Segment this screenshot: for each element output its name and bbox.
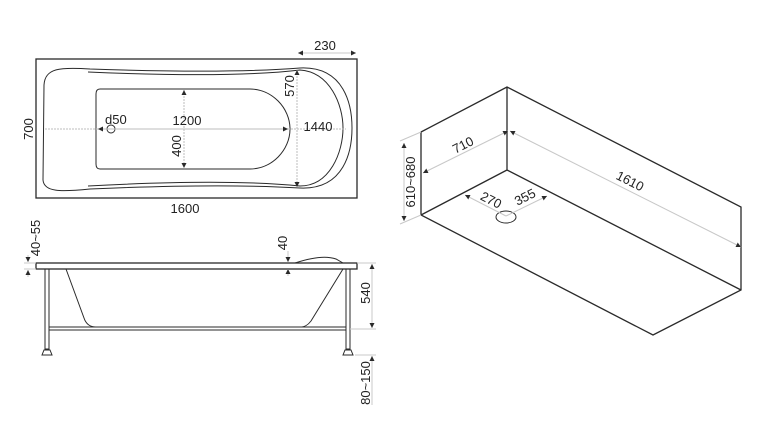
side-view: 40~55 40 540 80~150 <box>24 220 376 405</box>
top-view: 230 700 d50 1200 1440 400 570 1600 <box>21 38 358 216</box>
dim-40-55: 40~55 <box>28 220 43 257</box>
tub-rim-line <box>87 69 344 187</box>
iso-view: 710 1610 610~680 270 355 <box>399 86 742 336</box>
dim-355: 355 <box>512 185 538 208</box>
dim-d50: d50 <box>105 112 127 127</box>
dim-80-150: 80~150 <box>358 361 373 405</box>
dim-1600: 1600 <box>171 201 200 216</box>
rim <box>35 262 358 270</box>
foot-left <box>41 349 53 356</box>
foot-right <box>342 349 354 356</box>
dim-1200: 1200 <box>173 113 202 128</box>
dim-1440: 1440 <box>304 119 333 134</box>
leg-right <box>345 268 351 350</box>
dim-710: 710 <box>450 133 476 156</box>
dim-540: 540 <box>358 282 373 304</box>
box-outline <box>420 86 742 336</box>
tub-inner-contour <box>42 67 353 192</box>
basin-outline <box>95 88 291 170</box>
dim-40: 40 <box>275 236 290 250</box>
cross-bar <box>48 326 347 331</box>
tub-outline-rect <box>35 58 358 199</box>
leg-left <box>44 268 50 350</box>
tub-body <box>65 268 344 328</box>
dim-270: 270 <box>478 188 504 211</box>
dim-570: 570 <box>282 75 297 97</box>
dim-610-680: 610~680 <box>403 157 418 208</box>
headrest <box>294 256 344 264</box>
dim-230: 230 <box>314 38 336 53</box>
dim-1610: 1610 <box>614 168 647 194</box>
dim-700: 700 <box>21 118 36 140</box>
dim-400: 400 <box>169 135 184 157</box>
